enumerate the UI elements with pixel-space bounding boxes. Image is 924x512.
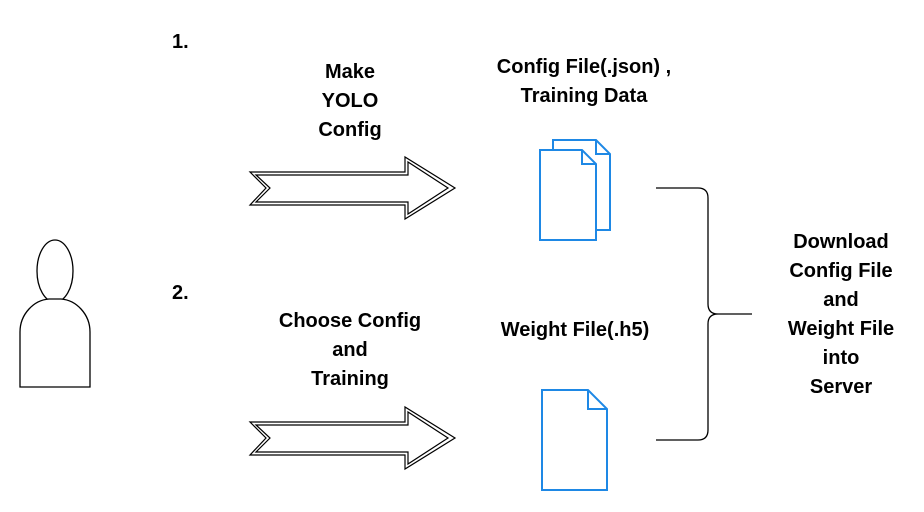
- make-config-line: Config: [318, 119, 382, 141]
- choose-config-line: Training: [311, 368, 389, 390]
- step-1-label: 1.: [172, 31, 189, 53]
- download-label: Download Config File and Weight File int…: [766, 228, 916, 402]
- multiple-documents-icon: [539, 139, 611, 241]
- choose-config-line: and: [332, 339, 368, 361]
- config-files-label: Config File(.json) , Training Data: [466, 53, 702, 111]
- make-config-label: Make YOLO Config: [300, 58, 400, 145]
- curly-brace-icon: [656, 187, 752, 441]
- double-outline-arrow-icon: [248, 155, 457, 221]
- make-config-line: Make: [324, 61, 376, 83]
- double-outline-arrow-icon: [248, 405, 457, 471]
- config-files-line: Config File(.json) ,: [496, 56, 672, 78]
- user-icon: [19, 239, 91, 388]
- config-files-line: Training Data: [520, 85, 648, 107]
- weight-file-label: Weight File(.h5): [500, 319, 650, 341]
- choose-config-label: Choose Config and Training: [252, 307, 448, 394]
- document-icon: [541, 389, 608, 491]
- download-line: Weight File: [787, 318, 895, 340]
- make-config-line: YOLO: [321, 90, 379, 112]
- download-line: Server: [809, 376, 873, 398]
- choose-config-line: Choose Config: [278, 310, 422, 332]
- download-line: into: [822, 347, 860, 369]
- download-line: and: [823, 289, 859, 311]
- download-line: Config File: [789, 260, 893, 282]
- download-line: Download: [793, 231, 889, 253]
- step-2-label: 2.: [172, 282, 189, 304]
